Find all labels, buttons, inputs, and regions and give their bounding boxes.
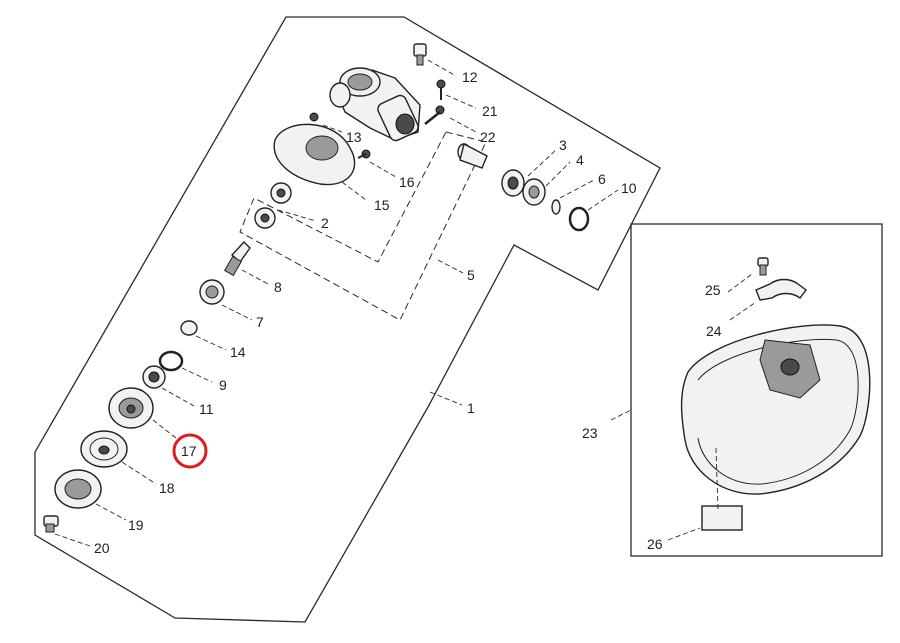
guard-box-outline (630, 223, 883, 557)
callout-3[interactable]: 3 (559, 137, 567, 153)
label-26 (701, 505, 743, 531)
bolt-22 (424, 105, 445, 125)
circlip-9 (158, 350, 184, 372)
callout-7[interactable]: 7 (256, 314, 264, 330)
cover-cup-15 (273, 123, 356, 186)
cup-washer-17 (108, 387, 154, 429)
callout-20[interactable]: 20 (94, 540, 110, 556)
bolt-12 (413, 43, 427, 66)
callout-4[interactable]: 4 (576, 152, 584, 168)
bolt-20 (43, 515, 59, 533)
clamp-24 (755, 278, 807, 301)
callout-10[interactable]: 10 (621, 180, 637, 196)
callout-24[interactable]: 24 (706, 323, 722, 339)
screw-21 (436, 79, 446, 100)
callout-23[interactable]: 23 (582, 425, 598, 441)
callout-12[interactable]: 12 (462, 69, 478, 85)
cover-19 (54, 469, 102, 509)
bearing-3 (501, 169, 525, 197)
assembly-outline-1 (34, 16, 661, 623)
collar-14 (180, 320, 198, 336)
pinion-shaft (457, 142, 488, 169)
bearing-7 (199, 279, 225, 305)
callout-26[interactable]: 26 (647, 536, 663, 552)
callout-19[interactable]: 19 (128, 517, 144, 533)
callout-21[interactable]: 21 (482, 103, 498, 119)
screw-16 (357, 149, 371, 159)
callout-18[interactable]: 18 (159, 480, 175, 496)
bearing-2-upper (270, 182, 292, 204)
callout-16[interactable]: 16 (399, 174, 415, 190)
callout-1[interactable]: 1 (467, 400, 475, 416)
callout-14[interactable]: 14 (230, 344, 246, 360)
ring-6 (551, 199, 561, 215)
callout-25[interactable]: 25 (705, 282, 721, 298)
callout-13[interactable]: 13 (346, 129, 362, 145)
callout-8[interactable]: 8 (274, 279, 282, 295)
shaft-8 (223, 240, 251, 277)
callout-9[interactable]: 9 (219, 377, 227, 393)
callout-17[interactable]: 17 (181, 443, 197, 459)
highlight-circle (172, 433, 208, 469)
gear-head-housing (329, 67, 421, 142)
screw-13 (309, 112, 319, 122)
callout-11[interactable]: 11 (199, 401, 214, 417)
washer-18 (80, 430, 128, 468)
group-outline-5 (239, 131, 487, 321)
callout-6[interactable]: 6 (598, 171, 606, 187)
bearing-2-lower (254, 207, 276, 229)
bearing-4 (522, 178, 546, 206)
bearing-11 (142, 365, 166, 389)
circlip-10 (568, 206, 590, 232)
callout-22[interactable]: 22 (480, 129, 496, 145)
bolt-25 (757, 257, 769, 276)
grass-guard-23 (680, 324, 871, 495)
callout-2[interactable]: 2 (321, 215, 329, 231)
callout-5[interactable]: 5 (467, 267, 475, 283)
callout-15[interactable]: 15 (374, 197, 390, 213)
